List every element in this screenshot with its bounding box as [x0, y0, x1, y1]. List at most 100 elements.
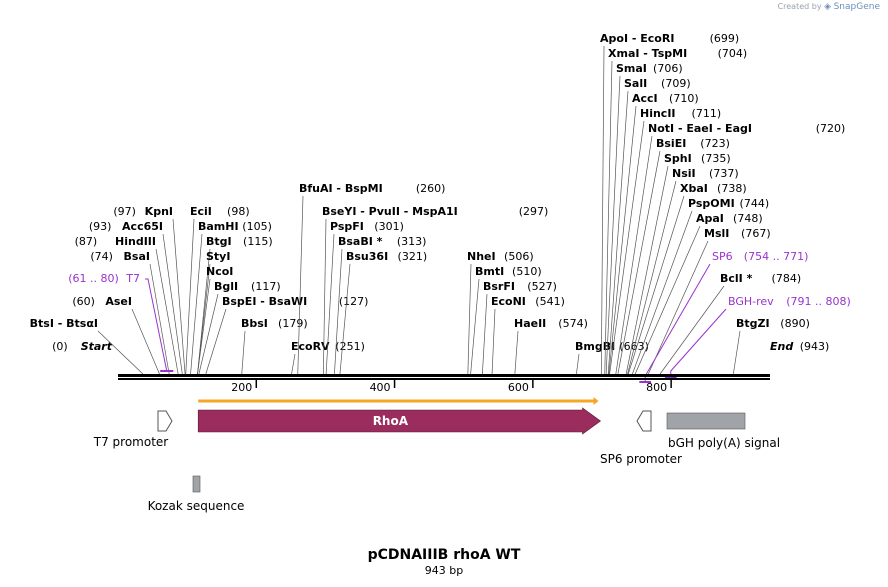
enzyme-name-apai: ApaI — [696, 212, 724, 225]
snapgene-logo-icon: ◈ — [824, 2, 832, 12]
enzyme-name-bsabi: BsaBI * — [338, 235, 383, 248]
rhoa-feature-arrow — [197, 407, 602, 435]
enzyme-name-sali: SalI — [624, 77, 647, 90]
primer-name-sp6: SP6 — [712, 250, 733, 263]
enzyme-line-bmgbi — [576, 353, 580, 375]
enzyme-line-bcli — [659, 285, 725, 375]
tick-label-600: 600 — [508, 381, 529, 394]
enzyme-name-bsu36i: Bsu36I — [346, 250, 388, 263]
enzyme-line-kpni — [172, 218, 186, 375]
enzyme-pos-sali: (709) — [661, 77, 691, 90]
sequence-top-strand — [118, 374, 770, 377]
enzyme-pos-xbai: (738) — [717, 182, 747, 195]
enzyme-name-bmgbi: BmgBI — [575, 340, 615, 353]
tick-label-400: 400 — [370, 381, 391, 394]
enzyme-name-bmti: BmtI — [475, 265, 504, 278]
enzyme-pos-bspei-bsawi: (127) — [339, 295, 369, 308]
kozak-feature-box — [192, 475, 201, 493]
rhoa-orf-arrowhead — [593, 397, 599, 405]
primer-range-bgh-rev: (791 .. 808) — [786, 295, 851, 308]
enzyme-name-start: Start — [81, 340, 113, 353]
enzyme-name-ecorv: EcoRV — [291, 340, 330, 353]
tick-label-800: 800 — [646, 381, 667, 394]
enzyme-name-pspfi: PspFI — [330, 220, 364, 233]
sp6-promoter-label: SP6 promoter — [600, 452, 682, 466]
enzyme-name-nsii: NsiI — [672, 167, 696, 180]
enzyme-pos-nhei: (506) — [504, 250, 534, 263]
enzyme-pos-ecorv: (251) — [335, 340, 365, 353]
enzyme-line-ecorv — [291, 353, 296, 375]
enzyme-line-bsabi — [334, 248, 343, 375]
enzyme-name-kpni: KpnI — [145, 205, 173, 218]
enzyme-name-msli: MslI — [704, 227, 729, 240]
enzyme-name-pspomi: PspOMI — [688, 197, 735, 210]
enzyme-name-bsrfi: BsrFI — [483, 280, 515, 293]
enzyme-name-bseyi-pvuii-mspa1i: BseYI - PvuII - MspA1I — [322, 205, 458, 218]
enzyme-pos-acci: (710) — [669, 92, 699, 105]
enzyme-line-bsai — [149, 263, 170, 375]
bgh-polya-label: bGH poly(A) signal — [668, 436, 780, 450]
enzyme-name-bbsi: BbsI — [241, 317, 268, 330]
tick-label-200: 200 — [231, 381, 252, 394]
enzyme-line-xmai-tspmi — [604, 60, 613, 375]
map-length: 943 bp — [424, 564, 464, 577]
enzyme-name-hincii: HincII — [640, 107, 676, 120]
enzyme-pos-msli: (767) — [741, 227, 771, 240]
enzyme-line-bsiei — [617, 150, 661, 375]
created-by-text: Created by — [777, 2, 822, 11]
enzyme-line-asei — [131, 308, 160, 375]
enzyme-pos-ecii: (98) — [227, 205, 250, 218]
enzyme-pos-bamhi: (105) — [242, 220, 272, 233]
enzyme-line-btsi-bts-i — [97, 330, 144, 375]
enzyme-name-bsai: BsaI — [124, 250, 150, 263]
enzyme-pos-acc65i: (93) — [89, 220, 112, 233]
enzyme-pos-asei: (60) — [72, 295, 95, 308]
enzyme-pos-bbsi: (179) — [278, 317, 308, 330]
enzyme-pos-smai: (706) — [653, 62, 683, 75]
enzyme-pos-bcli: (784) — [772, 272, 802, 285]
enzyme-line-msli — [647, 240, 709, 375]
enzyme-line-xbai — [627, 195, 685, 375]
primer-line-bgh-rev — [670, 308, 727, 377]
primer-range-sp6: (754 .. 771) — [744, 250, 809, 263]
enzyme-line-bamhi — [190, 233, 203, 375]
enzyme-pos-hincii: (711) — [692, 107, 722, 120]
enzyme-line-haeii — [514, 330, 519, 375]
enzyme-name-ecii: EciI — [190, 205, 212, 218]
enzyme-name-nhei: NheI — [467, 250, 496, 263]
map-title: pCDNAIIIB rhoA WT — [367, 547, 521, 563]
primer-name-bgh-rev: BGH-rev — [728, 295, 774, 308]
enzyme-name-end: End — [770, 340, 793, 353]
enzyme-line-pspomi — [632, 210, 693, 375]
enzyme-name-bsiei: BsiEI — [656, 137, 686, 150]
enzyme-pos-bfuai-bspmi: (260) — [416, 182, 446, 195]
enzyme-name-btgi: BtgI — [206, 235, 232, 248]
enzyme-line-sphi — [625, 165, 669, 375]
enzyme-line-smai — [605, 75, 621, 375]
enzyme-pos-apoi-ecori: (699) — [710, 32, 740, 45]
enzyme-pos-nsii: (737) — [709, 167, 739, 180]
enzyme-pos-econi: (541) — [535, 295, 565, 308]
enzyme-name-bspei-bsawi: BspEI - BsaWI — [222, 295, 307, 308]
enzyme-name-acc65i: Acc65I — [122, 220, 163, 233]
enzyme-name-xmai-tspmi: XmaI - TspMI — [608, 47, 687, 60]
primer-range-t7: (61 .. 80) — [68, 272, 119, 285]
enzyme-line-ecii — [185, 218, 195, 375]
enzyme-name-asei: AseI — [105, 295, 132, 308]
enzyme-line-noti-eaei-eagi — [615, 135, 653, 375]
enzyme-pos-noti-eaei-eagi: (720) — [816, 122, 846, 135]
enzyme-pos-hindiii: (87) — [75, 235, 98, 248]
enzyme-line-nsii — [627, 180, 677, 375]
enzyme-pos-kpni: (97) — [113, 205, 136, 218]
snapgene-name: SnapGene — [833, 2, 880, 12]
enzyme-line-btgzi — [733, 330, 741, 375]
enzyme-name-btgzi: BtgZI — [736, 317, 770, 330]
enzyme-line-bspei-bsawi — [205, 308, 227, 375]
enzyme-pos-btgzi: (890) — [780, 317, 810, 330]
primer-line-t7 — [145, 278, 168, 372]
enzyme-line-bfuai-bspmi — [297, 195, 304, 375]
enzyme-name-econi: EcoNI — [491, 295, 526, 308]
sp6-promoter-arrow — [636, 410, 652, 432]
enzyme-line-bsu36i — [339, 263, 351, 375]
enzyme-pos-xmai-tspmi: (704) — [718, 47, 748, 60]
